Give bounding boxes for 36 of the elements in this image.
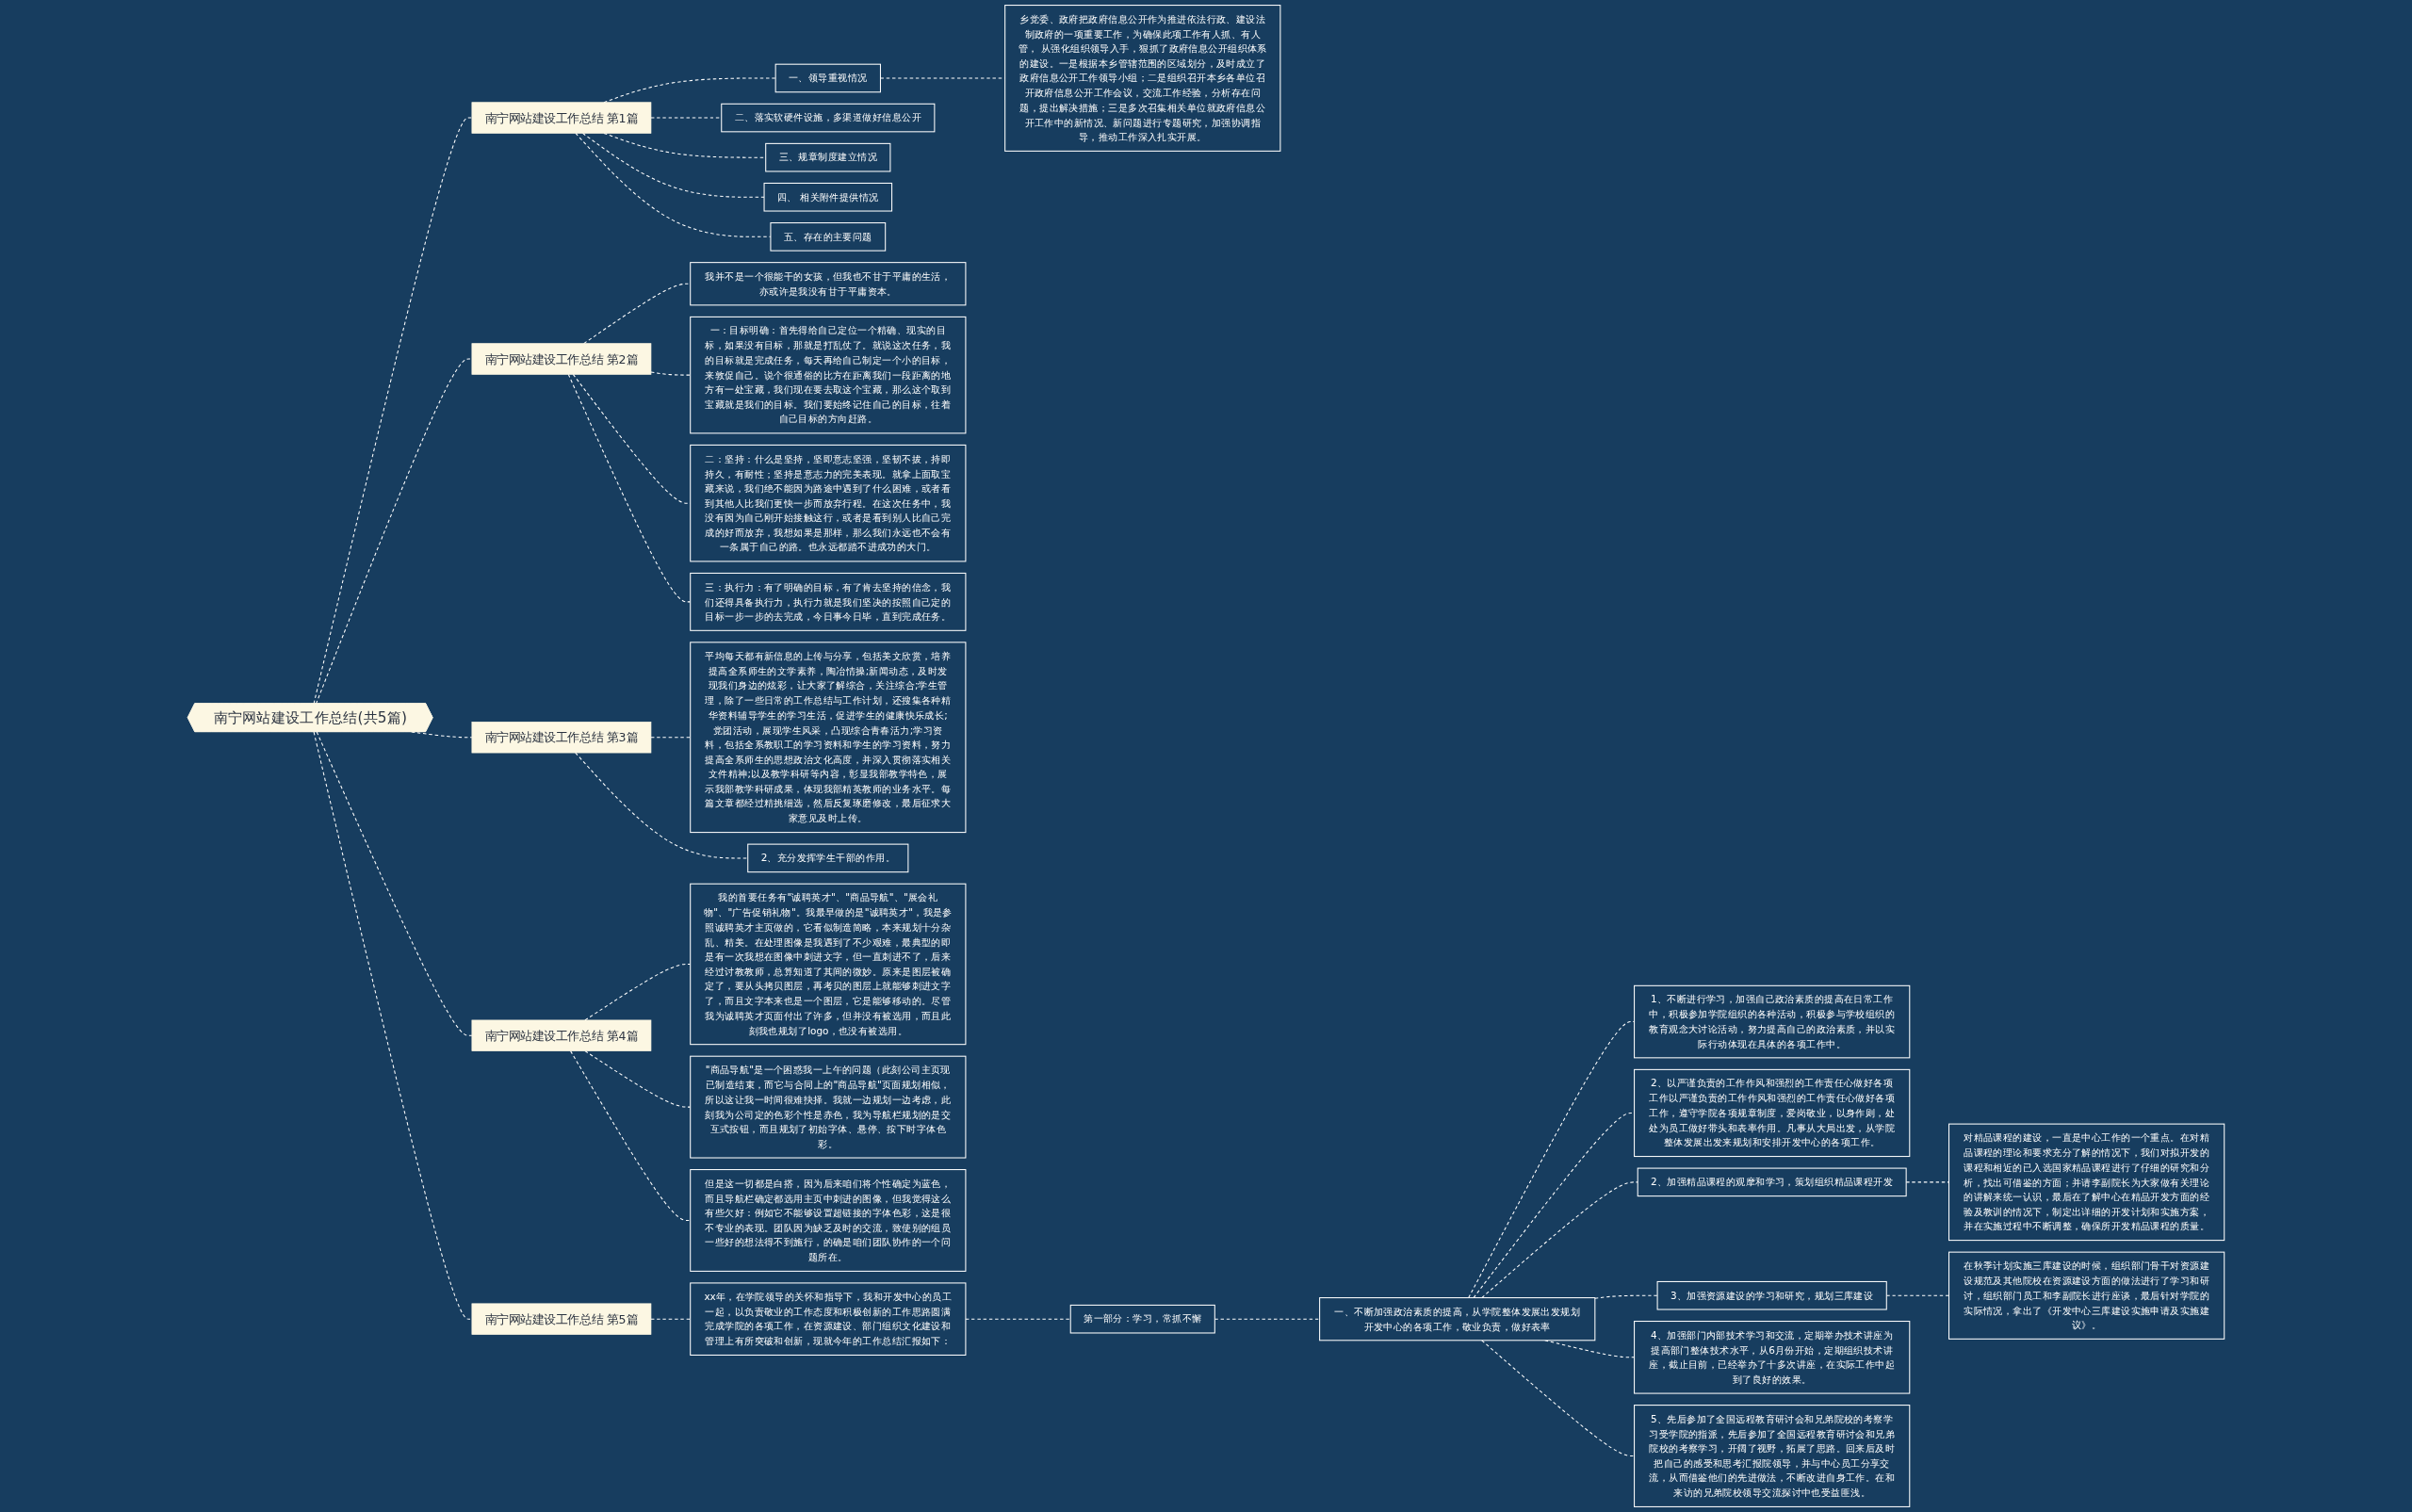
node-box [763,182,893,212]
node-box [471,1303,652,1335]
node-box [1069,1304,1215,1334]
node-box [721,103,936,133]
node-box [1634,984,1911,1059]
node-box [690,572,967,631]
node-box [1634,1321,1911,1394]
node-box [690,316,967,434]
node-box [1948,1123,2225,1242]
node-box [1948,1251,2225,1340]
connector [581,132,765,198]
node-box [1656,1280,1887,1310]
node-box [770,222,887,252]
node-box [690,262,967,306]
node-box [471,343,652,375]
node-box [1004,5,1281,152]
node-box [690,1055,967,1159]
connector [316,731,473,1036]
node-box [690,1282,967,1356]
node-box [690,444,967,562]
node-box [471,102,652,134]
node-box [471,1019,652,1051]
node-box [747,843,909,873]
node-box [1319,1297,1596,1341]
node-box [690,642,967,834]
connector [965,1318,1071,1320]
node-box [765,142,891,172]
node-box [1634,1068,1911,1158]
node-box [1634,1405,1911,1507]
connector [313,731,473,1320]
node-box [471,722,652,754]
node-box [1637,1167,1907,1197]
connector [1594,1294,1658,1299]
node-box [690,883,967,1046]
node-box [774,63,881,93]
node-box [690,1169,967,1272]
